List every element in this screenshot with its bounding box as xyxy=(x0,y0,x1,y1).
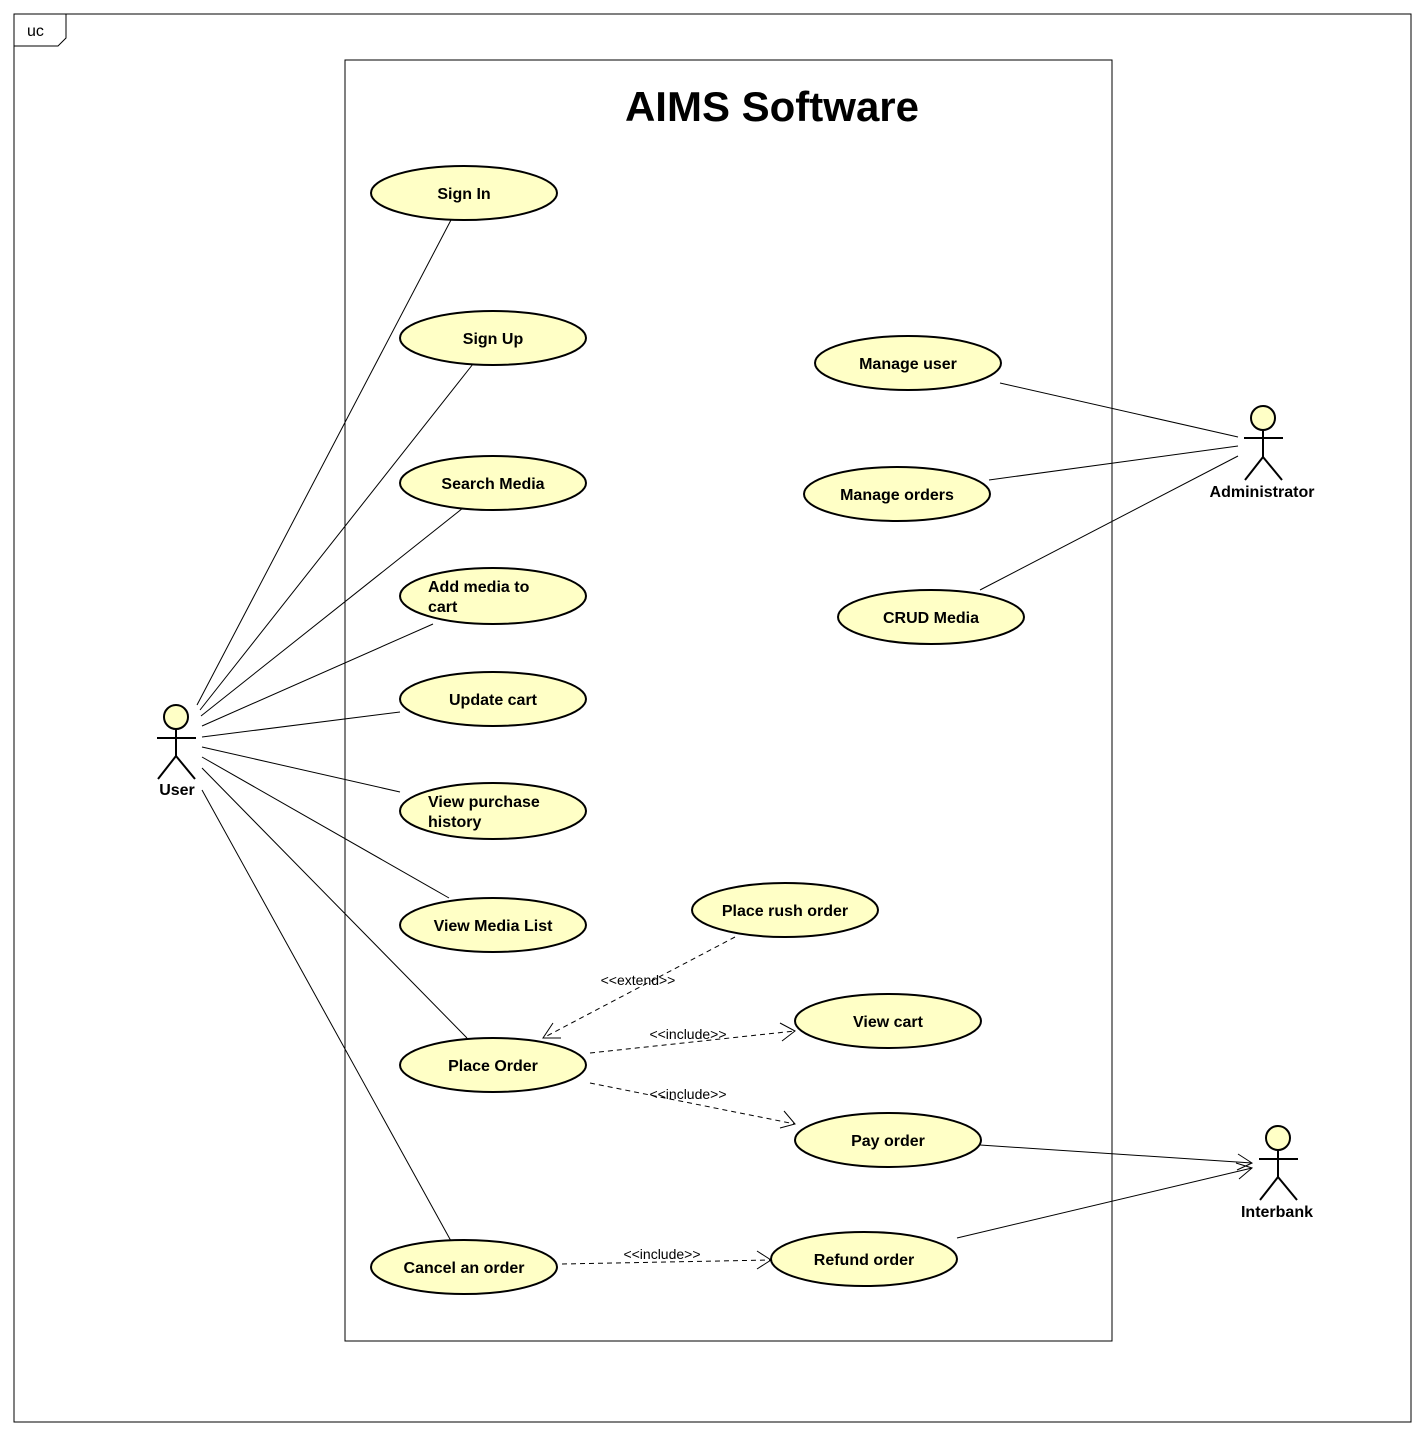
use-case-label: Manage orders xyxy=(840,487,954,504)
stick-figure-icon xyxy=(1259,1125,1298,1201)
assoc-admin-manage-user xyxy=(999,382,1239,438)
dependencies: <<extend>> <<include>> <<include>> <<inc… xyxy=(542,936,796,1270)
extend-rush-to-place-order xyxy=(542,936,736,1039)
diagram-frame: uc xyxy=(13,13,1412,1423)
include-refund-label: <<include>> xyxy=(623,1246,700,1262)
assoc-user-add-media xyxy=(201,623,434,727)
use-case-label: Place Order xyxy=(448,1058,538,1075)
assoc-refund-order-interbank xyxy=(956,1167,1253,1239)
system-title: AIMS Software xyxy=(625,83,919,130)
system-boundary-box xyxy=(344,59,1113,1342)
use-case-cancel-an-order[interactable]: Cancel an order xyxy=(370,1239,558,1295)
arrowhead-pay-order-interbank xyxy=(1236,1153,1254,1171)
frame-tag-box xyxy=(14,14,67,47)
use-case-label: Sign In xyxy=(437,186,490,203)
use-case-sign-up[interactable]: Sign Up xyxy=(399,310,587,366)
arrowhead-include-view-cart xyxy=(779,1022,796,1042)
use-case-label: Sign Up xyxy=(463,331,524,348)
use-case-label: Pay order xyxy=(851,1133,925,1150)
use-case-ellipse[interactable] xyxy=(794,993,982,1049)
use-case-search-media[interactable]: Search Media xyxy=(399,455,587,511)
use-case-ellipse[interactable] xyxy=(814,335,1002,391)
include-view-cart xyxy=(589,1030,796,1054)
stick-figure-icon xyxy=(157,704,196,780)
include-pay-order xyxy=(589,1082,796,1125)
use-case-label: View cart xyxy=(853,1014,924,1031)
use-case-ellipse[interactable] xyxy=(399,671,587,727)
use-case-manage-orders[interactable]: Manage orders xyxy=(803,466,991,522)
admin-associations xyxy=(979,382,1239,591)
use-case-ellipse[interactable] xyxy=(370,1239,558,1295)
use-case-label: CRUD Media xyxy=(883,610,979,627)
user-associations xyxy=(196,219,474,1242)
actor-label: Interbank xyxy=(1241,1204,1313,1221)
use-case-ellipse[interactable] xyxy=(370,165,558,221)
use-case-ellipse[interactable] xyxy=(399,782,587,840)
use-case-refund-order[interactable]: Refund order xyxy=(770,1231,958,1287)
assoc-pay-order-interbank xyxy=(979,1144,1253,1164)
use-case-label: Search Media xyxy=(441,476,544,493)
assoc-user-view-media-list xyxy=(201,756,450,899)
use-case-label-line2: history xyxy=(428,814,481,831)
use-case-ellipse[interactable] xyxy=(837,589,1025,645)
include-refund xyxy=(561,1259,772,1265)
arrowhead-extend xyxy=(542,1022,561,1039)
assoc-user-sign-in xyxy=(196,219,452,706)
use-case-crud-media[interactable]: CRUD Media xyxy=(837,589,1025,645)
use-case-manage-user[interactable]: Manage user xyxy=(814,335,1002,391)
use-case-place-rush-order[interactable]: Place rush order xyxy=(691,882,879,938)
actor-user[interactable]: User xyxy=(157,704,196,799)
actor-label: Administrator xyxy=(1210,484,1315,501)
actor-label: User xyxy=(159,782,195,799)
assoc-user-sign-up xyxy=(199,363,474,711)
use-case-label: Update cart xyxy=(449,692,538,709)
use-case-label: Cancel an order xyxy=(404,1260,525,1277)
use-case-ellipse[interactable] xyxy=(399,310,587,366)
use-case-ellipse[interactable] xyxy=(399,897,587,953)
arrowhead-include-pay-order xyxy=(779,1110,796,1129)
include-view-cart-label: <<include>> xyxy=(649,1026,726,1042)
use-case-ellipse[interactable] xyxy=(691,882,879,938)
use-case-pay-order[interactable]: Pay order xyxy=(794,1112,982,1168)
actor-administrator[interactable]: Administrator xyxy=(1210,405,1315,501)
frame-border xyxy=(13,13,1412,1423)
use-case-ellipse[interactable] xyxy=(399,1037,587,1093)
use-case-label-line1: View purchase xyxy=(428,794,540,811)
assoc-user-update-cart xyxy=(201,711,401,738)
stick-figure-icon xyxy=(1244,405,1283,481)
use-case-ellipse[interactable] xyxy=(794,1112,982,1168)
use-case-label: Manage user xyxy=(859,356,957,373)
assoc-user-search-media xyxy=(200,507,464,717)
assoc-admin-crud-media xyxy=(979,455,1239,591)
use-case-ellipse[interactable] xyxy=(399,455,587,511)
interbank-associations xyxy=(956,1144,1254,1239)
use-case-update-cart[interactable]: Update cart xyxy=(399,671,587,727)
use-case-label: Place rush order xyxy=(722,903,848,920)
assoc-user-view-history xyxy=(201,746,401,793)
assoc-admin-manage-orders xyxy=(988,445,1239,481)
use-case-label: Refund order xyxy=(814,1252,914,1269)
use-case-ellipse[interactable] xyxy=(399,567,587,625)
use-case-label-line2: cart xyxy=(428,599,458,616)
frame-tag-label: uc xyxy=(27,23,44,40)
use-case-sign-in[interactable]: Sign In xyxy=(370,165,558,221)
assoc-user-cancel-order xyxy=(201,789,452,1242)
use-case-place-order[interactable]: Place Order xyxy=(399,1037,587,1093)
use-case-add-media-to-cart[interactable]: Add media to cart xyxy=(399,567,587,625)
system-boundary: AIMS Software xyxy=(344,59,1113,1342)
actor-interbank[interactable]: Interbank xyxy=(1241,1125,1313,1221)
use-case-view-media-list[interactable]: View Media List xyxy=(399,897,587,953)
use-case-view-purchase-history[interactable]: View purchase history xyxy=(399,782,587,840)
extend-label: <<extend>> xyxy=(601,972,676,988)
use-case-view-cart[interactable]: View cart xyxy=(794,993,982,1049)
use-case-label-line1: Add media to xyxy=(428,579,530,596)
use-case-label: View Media List xyxy=(434,918,554,935)
use-case-ellipse[interactable] xyxy=(770,1231,958,1287)
use-case-ellipse[interactable] xyxy=(803,466,991,522)
arrowhead-refund-order-interbank xyxy=(1235,1162,1254,1180)
include-pay-order-label: <<include>> xyxy=(649,1086,726,1102)
assoc-user-place-order xyxy=(201,767,468,1039)
